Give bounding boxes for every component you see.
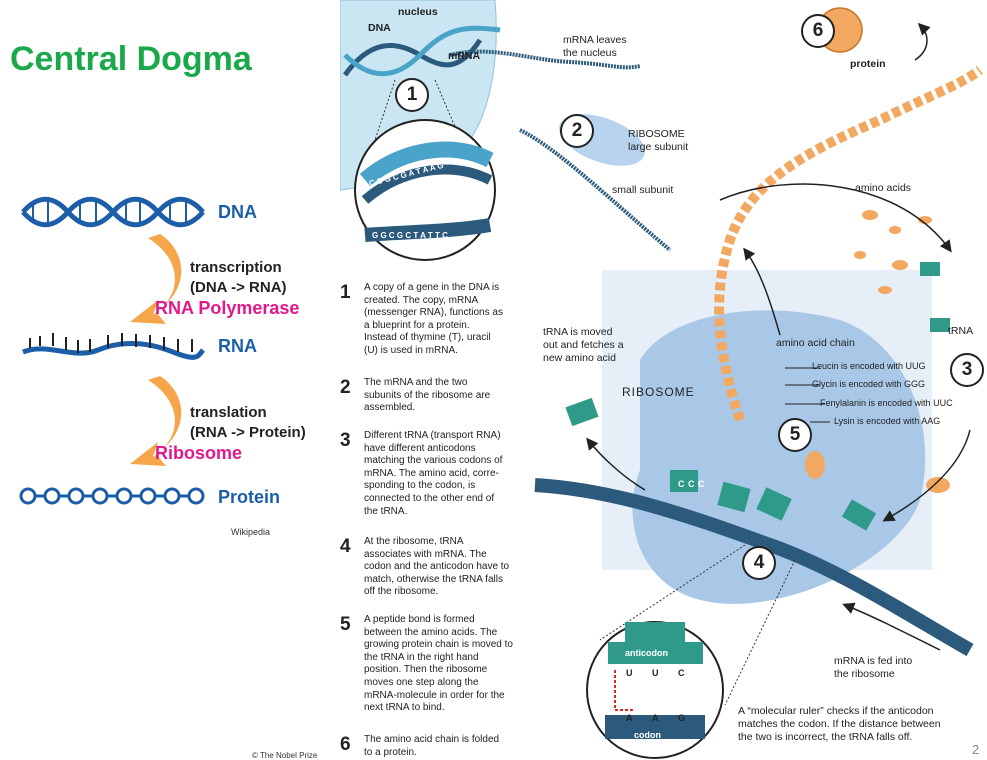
- transcription-label: transcription: [190, 259, 282, 276]
- diagram-step-5-badge: 5: [778, 418, 812, 452]
- anticodon-letter: C: [678, 668, 685, 678]
- transcription-arrow-icon: [130, 234, 182, 324]
- step-number: 2: [340, 377, 351, 398]
- translation-arrow-icon: [130, 376, 182, 466]
- step-text: Different tRNA (transport RNA)have diffe…: [364, 430, 503, 517]
- codon-letter: A: [652, 713, 659, 723]
- rna-label: RNA: [218, 336, 257, 356]
- lysin-label: Lysin is encoded with AAG: [834, 416, 941, 426]
- translation-label: translation: [190, 404, 267, 421]
- leucin-label: Leucin is encoded with UUG: [812, 361, 926, 371]
- dna-label: DNA: [218, 202, 257, 222]
- translation-enzyme: Ribosome: [155, 443, 243, 463]
- ribosome-body: [632, 310, 926, 604]
- ribosome-label: RIBOSOME: [622, 385, 695, 399]
- amino-acid-chain: [714, 65, 983, 422]
- diagram-step-3-badge: 3: [950, 353, 984, 387]
- wikipedia-credit: Wikipedia: [231, 527, 271, 537]
- translation-detail: (RNA -> Protein): [190, 424, 306, 441]
- trna-label: tRNA: [948, 325, 974, 337]
- ribosome-triplet: C: [688, 479, 695, 489]
- page-number: 2: [972, 742, 980, 757]
- nucleus-label: nucleus: [398, 6, 438, 18]
- step-number: 4: [340, 536, 351, 557]
- step-3: 3 Different tRNA (transport RNA)have dif…: [340, 430, 502, 518]
- diagram-step-6-badge: 6: [801, 14, 835, 48]
- step-number: 3: [340, 430, 351, 451]
- small-subunit-label: small subunit: [612, 184, 674, 196]
- diagram-step-2-badge: 2: [560, 114, 594, 148]
- transcription-detail: (DNA -> RNA): [190, 279, 287, 296]
- anticodon-label: anticodon: [625, 648, 668, 658]
- codon-letter: A: [626, 713, 633, 723]
- mrna-leaving-strand: [449, 49, 641, 70]
- mrna-strand-ribosome: [534, 478, 974, 657]
- dna-diagram-label: DNA: [368, 22, 391, 34]
- protein-label: Protein: [218, 487, 281, 507]
- slide-title: Central Dogma: [10, 40, 252, 78]
- anticodon-letter: U: [652, 668, 659, 678]
- amino-acid-chain-label: amino acid chain: [776, 337, 855, 349]
- nucleus-dna-icon: [342, 25, 501, 77]
- codon-label: codon: [634, 730, 661, 740]
- dna-helix-icon: [21, 196, 205, 228]
- diagram-step-1-badge: 1: [395, 78, 429, 112]
- dna-zoom-bottom-seq: G G C G C T A T T C: [372, 231, 448, 240]
- molecular-ruler-label: A “molecular ruler” checks if the antico…: [738, 705, 941, 743]
- ribosome-triplet: C: [678, 479, 685, 489]
- step-number: 5: [340, 614, 351, 635]
- anticodon-letter: U: [626, 668, 633, 678]
- step-number: 6: [340, 734, 351, 755]
- amino-acids-label: amino acids: [855, 182, 912, 194]
- trna-group-icon: [565, 262, 950, 531]
- codon-letter: G: [678, 713, 686, 723]
- fenylalanin-label: Fenylalanin is encoded with UUC: [820, 398, 953, 408]
- mrna-diagram-label: mRNA: [448, 50, 481, 62]
- glycin-label: Glycin is encoded with GGG: [812, 379, 926, 389]
- rna-strand-icon: [22, 333, 205, 360]
- protein-diagram-label: protein: [850, 58, 886, 70]
- step-number: 1: [340, 282, 351, 303]
- translation-diagram: [340, 0, 983, 759]
- central-dogma-graphic: [19, 196, 205, 505]
- transcription-enzyme: RNA Polymerase: [155, 298, 300, 318]
- ribosome-triplet: C: [698, 479, 705, 489]
- diagram-step-4-badge: 4: [742, 546, 776, 580]
- nobel-credit: © The Nobel Prize: [252, 751, 318, 760]
- free-amino-acids-icon: [805, 210, 950, 493]
- protein-chain-icon: [19, 487, 205, 505]
